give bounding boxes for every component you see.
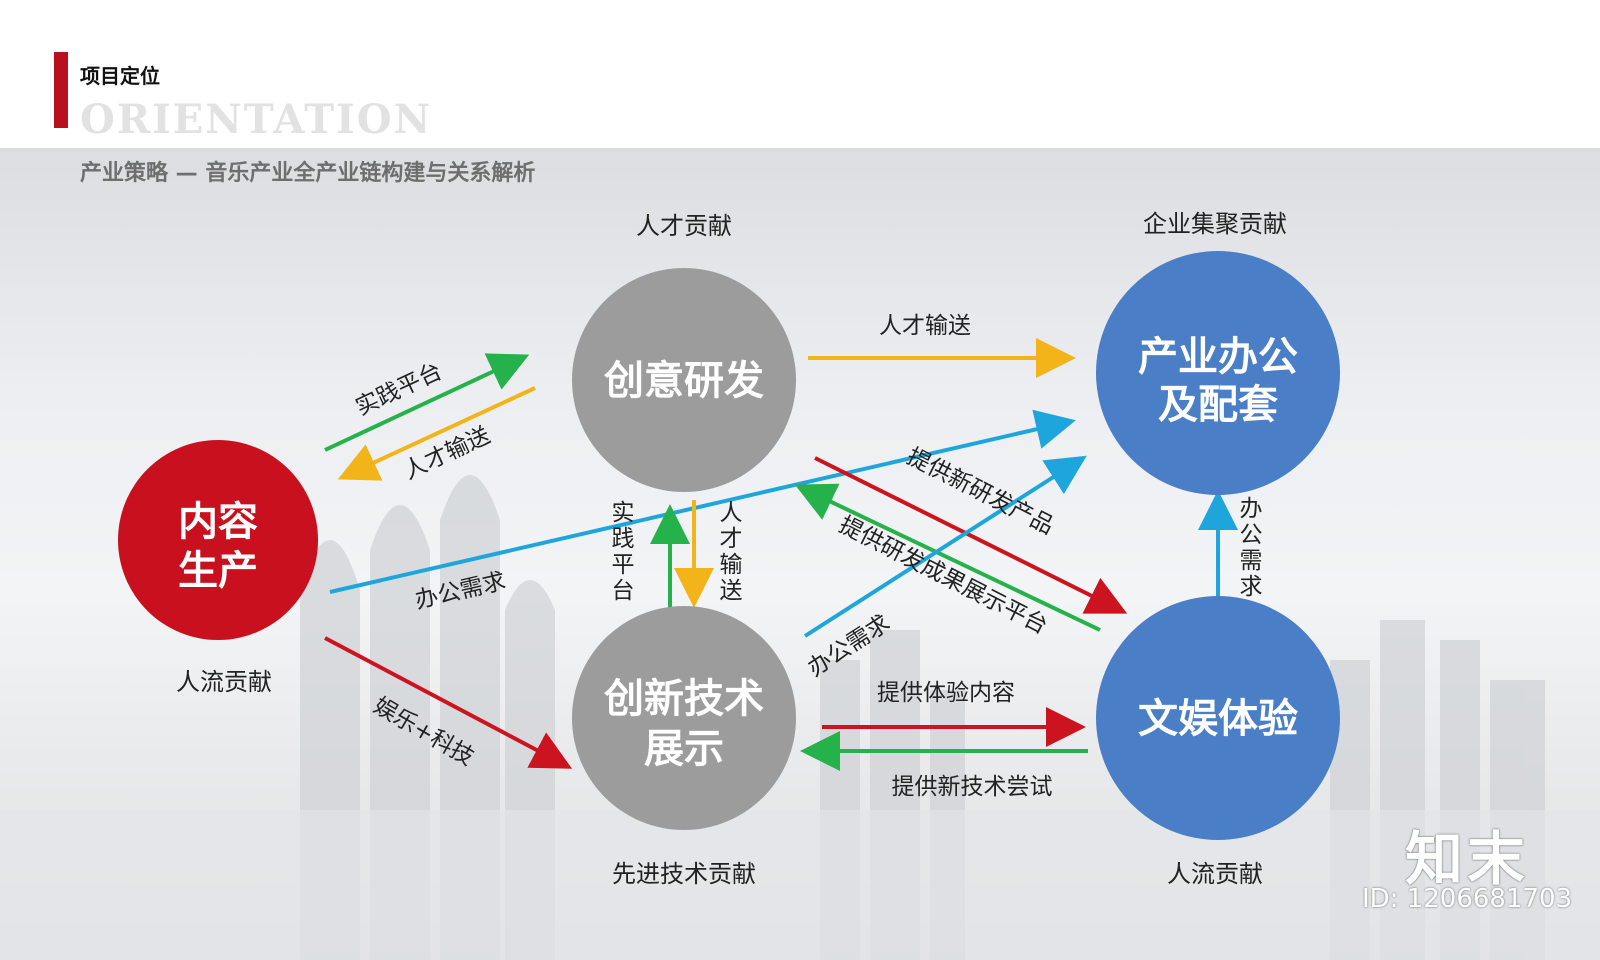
- node-industry-office: [1096, 251, 1340, 495]
- contribution-tech: 先进技术贡献: [612, 860, 756, 888]
- node-content-label-2: 生产: [178, 548, 258, 594]
- contribution-rnd: 人才贡献: [636, 212, 732, 240]
- node-ent-label: 文娱体验: [1138, 696, 1298, 742]
- node-content-production: [118, 440, 318, 640]
- arrow-tech-to-office-demand: [803, 455, 1087, 638]
- edge-label-experience-content: 提供体验内容: [877, 680, 1015, 706]
- node-tech-label-2: 展示: [644, 726, 724, 772]
- arrow-ent-to-rnd-showcase: [794, 483, 1101, 632]
- node-content-label-1: 内容: [178, 499, 258, 545]
- edge-label-practice-vert: 实践平台: [612, 500, 635, 604]
- arrow-content-to-rnd-practice: [324, 353, 530, 452]
- node-office-label-1: 产业办公: [1138, 334, 1298, 380]
- node-office-label-2: 及配套: [1158, 382, 1278, 428]
- node-creative-rnd: [572, 268, 796, 492]
- city-skyline-background: [0, 475, 1600, 960]
- section-english-title: ORIENTATION: [80, 96, 433, 143]
- header-accent-bar: [54, 52, 68, 128]
- page-subtitle: 产业策略 — 音乐产业全产业链构建与关系解析: [80, 161, 536, 186]
- edge-label-ent-office-demand: 办公需求: [1240, 496, 1263, 600]
- watermark-id: ID: 1206681703: [1362, 884, 1573, 914]
- edge-label-practice-diag: 实践平台: [352, 358, 446, 420]
- edge-label-talent-to-office: 人才输送: [879, 313, 971, 339]
- arrow-content-to-office-demand: [329, 409, 1076, 594]
- edge-label-ent-tech: 娱乐+科技: [369, 693, 478, 771]
- arrow-rnd-to-content-talent: [337, 386, 536, 481]
- node-tech-label-1: 创新技术: [604, 676, 764, 722]
- arrow-content-to-tech: [324, 636, 573, 769]
- contribution-content: 人流贡献: [176, 668, 272, 696]
- node-tech-showcase: [572, 606, 796, 830]
- edge-label-new-tech-trial: 提供新技术尝试: [892, 774, 1053, 800]
- edge-label-tech-office-demand: 办公需求: [804, 610, 895, 682]
- contribution-ent: 人流贡献: [1167, 860, 1263, 888]
- edge-label-talent-to-content: 人才输送: [400, 422, 494, 484]
- node-rnd-label: 创意研发: [604, 358, 764, 404]
- edge-label-content-office-demand: 办公需求: [413, 568, 508, 614]
- section-title: 项目定位: [80, 64, 160, 88]
- node-entertainment: [1096, 596, 1340, 840]
- edge-label-talent-vert: 人才输送: [720, 500, 743, 604]
- contribution-office: 企业集聚贡献: [1143, 210, 1287, 238]
- watermark-logo: 知末: [1405, 825, 1530, 893]
